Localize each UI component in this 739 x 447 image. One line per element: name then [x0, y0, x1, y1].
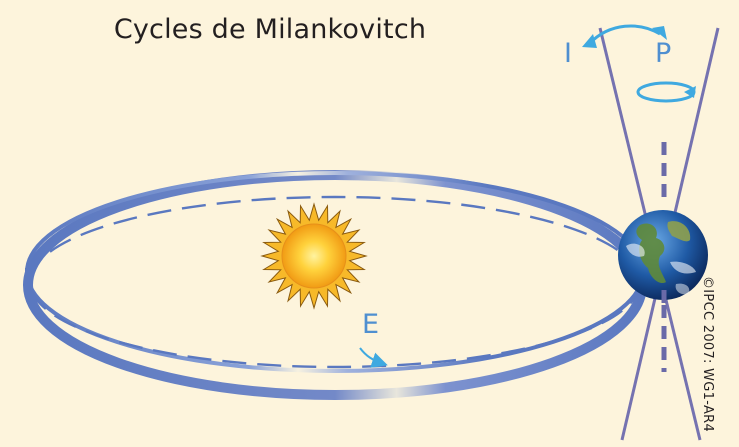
inclination-arrow: [582, 24, 667, 48]
eccentricity-arrow: [359, 347, 388, 368]
diagram-title: Cycles de Milankovitch: [113, 14, 427, 45]
precession-label: P: [655, 38, 672, 69]
eccentricity-label: E: [362, 309, 380, 340]
precession-ring: [636, 81, 696, 103]
earth-icon: [618, 210, 708, 300]
copyright-credit: ©IPCC 2007: WG1-AR4: [700, 276, 715, 433]
inclination-label: I: [564, 38, 572, 69]
sun-icon: [260, 202, 368, 310]
